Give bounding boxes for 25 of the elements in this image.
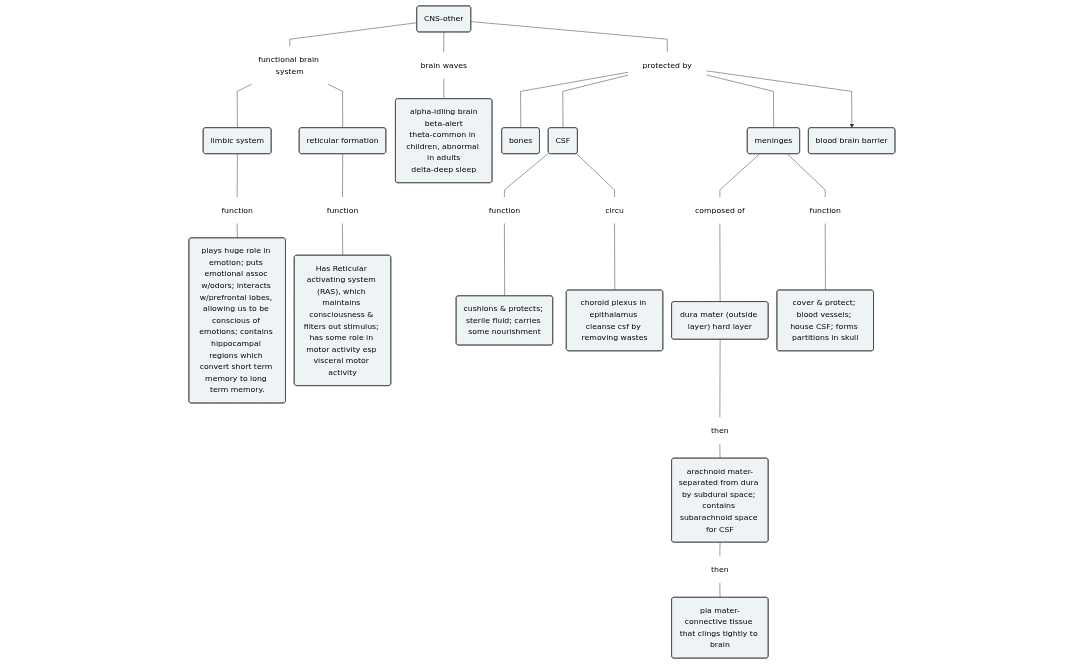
connector	[342, 153, 344, 198]
connector	[576, 153, 615, 198]
connector	[443, 78, 445, 100]
connector	[504, 152, 550, 198]
connector	[443, 31, 445, 53]
connector	[614, 223, 616, 291]
connector	[562, 74, 629, 129]
connector	[520, 72, 629, 129]
connector	[289, 22, 418, 47]
connector	[237, 153, 238, 198]
connector	[504, 223, 505, 297]
connector	[470, 21, 668, 53]
connector	[719, 542, 721, 557]
connector	[719, 223, 721, 303]
connector	[719, 443, 721, 459]
connector	[237, 223, 238, 239]
connector	[825, 223, 826, 291]
connector	[787, 153, 826, 198]
connector	[719, 153, 760, 198]
connector	[719, 339, 721, 418]
connector	[327, 83, 344, 129]
connector	[719, 582, 721, 598]
connector	[237, 83, 253, 129]
connector	[706, 74, 774, 129]
connector	[342, 223, 344, 256]
